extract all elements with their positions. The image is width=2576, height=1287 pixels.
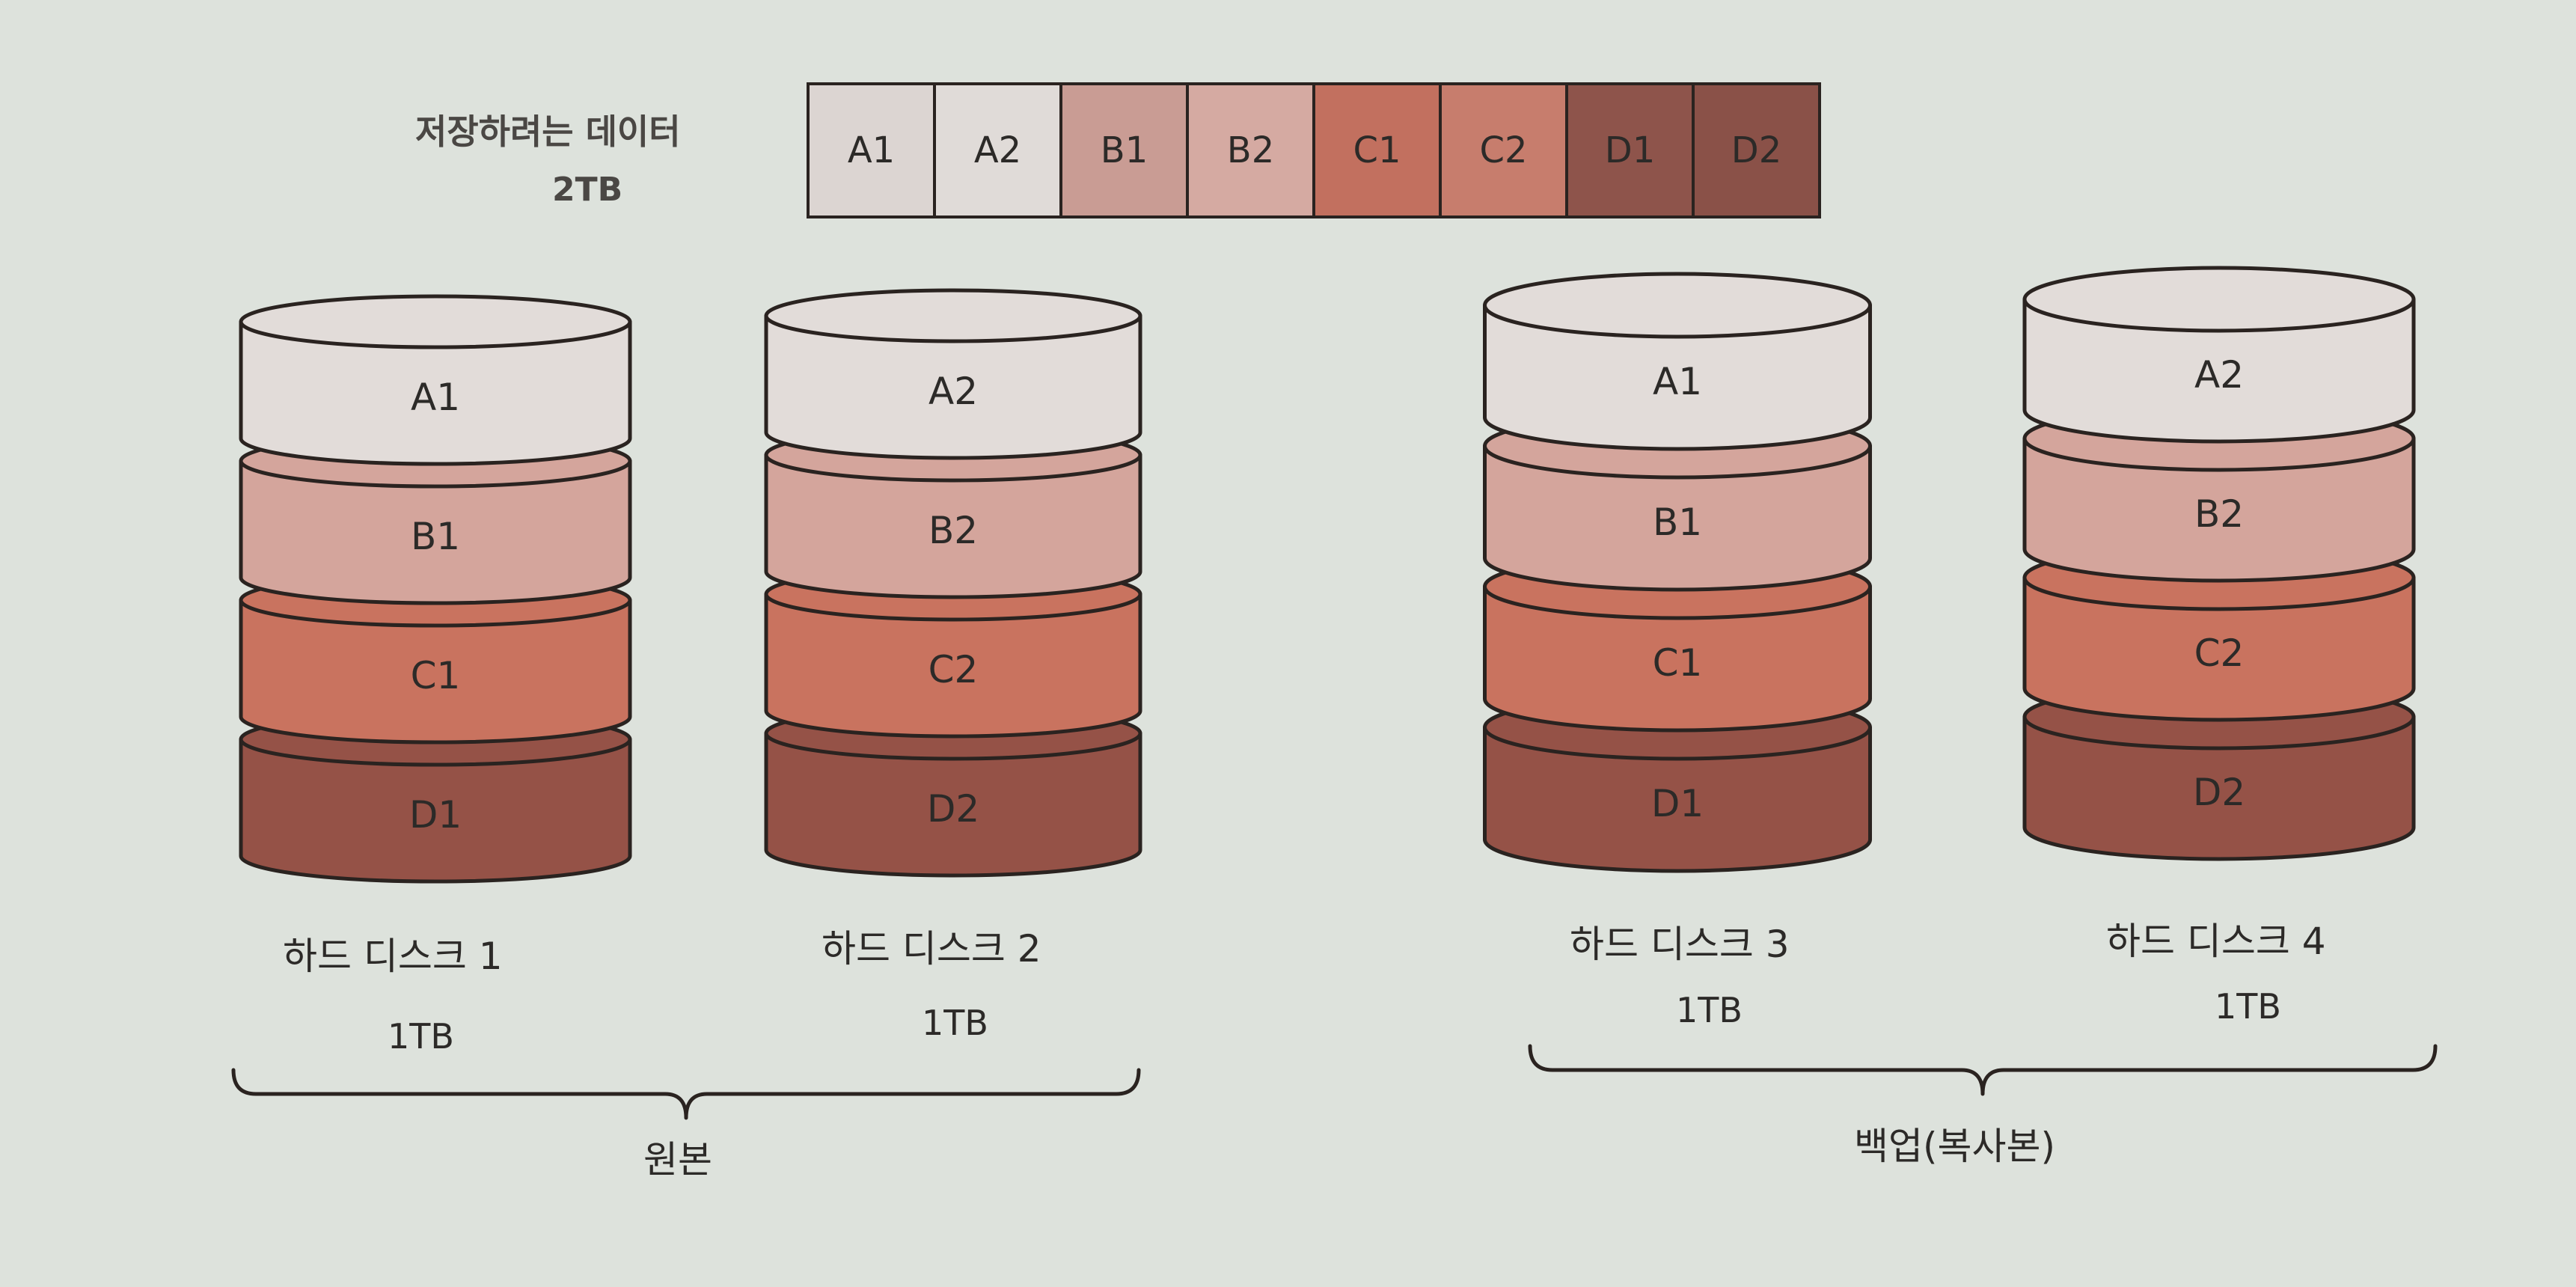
disk-layer-label: B1 <box>1653 501 1702 544</box>
disk-layer-label: A2 <box>2194 353 2244 397</box>
group-label-backup: 백업(복사본) <box>1854 1125 2056 1168</box>
disk-layer-label: D2 <box>927 787 979 831</box>
data-block: A1 <box>807 82 936 218</box>
disk-layer-label: C1 <box>1653 641 1703 685</box>
data-block-label: B2 <box>1227 129 1274 171</box>
disk-stack: D1 C1 B1 A1 <box>1483 272 1872 873</box>
data-block-label: D2 <box>1731 129 1782 171</box>
data-block: A2 <box>933 82 1062 218</box>
data-strip: A1 A2 B1 B2 C1 C2 D1 D2 <box>807 82 1821 218</box>
disk-capacity-1: 1TB <box>388 1016 454 1057</box>
disk-capacity-3: 1TB <box>1676 990 1743 1030</box>
data-block-label: A1 <box>848 129 895 171</box>
data-block: D2 <box>1692 82 1821 218</box>
data-block-label: B1 <box>1101 129 1148 171</box>
data-block: B1 <box>1059 82 1189 218</box>
disk-layer-label: D1 <box>1651 782 1704 825</box>
disk-layer-label: C1 <box>411 654 461 697</box>
disk-stack: D2 C2 B2 A2 <box>764 288 1142 878</box>
disk-layer-label: D1 <box>409 793 462 837</box>
disk-capacity-4: 1TB <box>2215 986 2281 1027</box>
disk-layer-label: D2 <box>2193 771 2245 814</box>
brace-backup <box>1528 1044 2438 1096</box>
disk-layer: A1 <box>239 294 632 466</box>
data-title: 저장하려는 데이터 <box>415 111 681 152</box>
disk-stack: D2 C2 B2 A2 <box>2022 266 2416 861</box>
disk-layer-label: A1 <box>1653 360 1702 403</box>
disk-layer: A2 <box>764 288 1142 460</box>
disk-name-4: 하드 디스크 4 <box>2106 920 2326 963</box>
disk-layer-label: C2 <box>2194 632 2245 675</box>
disk-name-2: 하드 디스크 2 <box>822 927 1041 970</box>
group-label-original: 원본 <box>643 1138 712 1181</box>
data-block: D1 <box>1565 82 1695 218</box>
brace-original <box>231 1068 1141 1120</box>
data-block-label: D1 <box>1605 129 1656 171</box>
data-size: 2TB <box>552 171 623 209</box>
data-block-label: C1 <box>1353 129 1401 171</box>
disk-capacity-2: 1TB <box>922 1003 988 1043</box>
data-block: C2 <box>1439 82 1568 218</box>
data-block-label: C2 <box>1479 129 1527 171</box>
disk-name-1: 하드 디스크 1 <box>283 935 503 978</box>
disk-name-3: 하드 디스크 3 <box>1570 923 1790 966</box>
disk-layer: A1 <box>1483 272 1872 451</box>
disk-layer-label: B2 <box>928 509 978 552</box>
disk-layer-label: B2 <box>2194 492 2244 536</box>
disk-layer-label: C2 <box>928 648 979 691</box>
disk-layer-label: B1 <box>411 515 460 558</box>
data-block: C1 <box>1312 82 1442 218</box>
disk-layer-label: A2 <box>928 370 978 413</box>
data-block-label: A2 <box>974 129 1021 171</box>
data-block: B2 <box>1186 82 1315 218</box>
disk-stack: D1 C1 B1 A1 <box>239 294 632 884</box>
disk-layer: A2 <box>2022 266 2416 444</box>
disk-layer-label: A1 <box>411 376 460 419</box>
